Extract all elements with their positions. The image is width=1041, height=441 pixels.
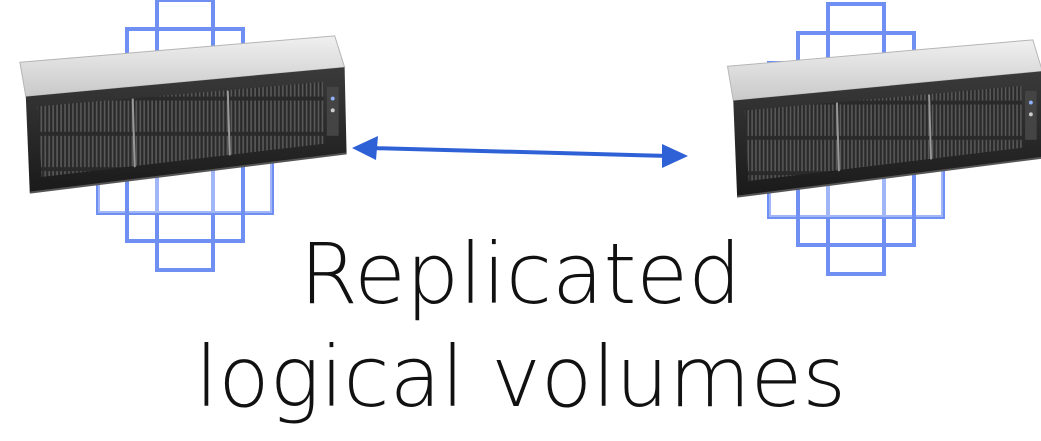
caption-line-1: Replicated	[299, 225, 742, 323]
caption-line-2: logical volumes	[194, 328, 847, 426]
left-storage-server-icon	[18, 34, 348, 194]
bidirectional-arrow-icon	[352, 136, 688, 168]
right-storage-server-icon	[726, 38, 1041, 198]
